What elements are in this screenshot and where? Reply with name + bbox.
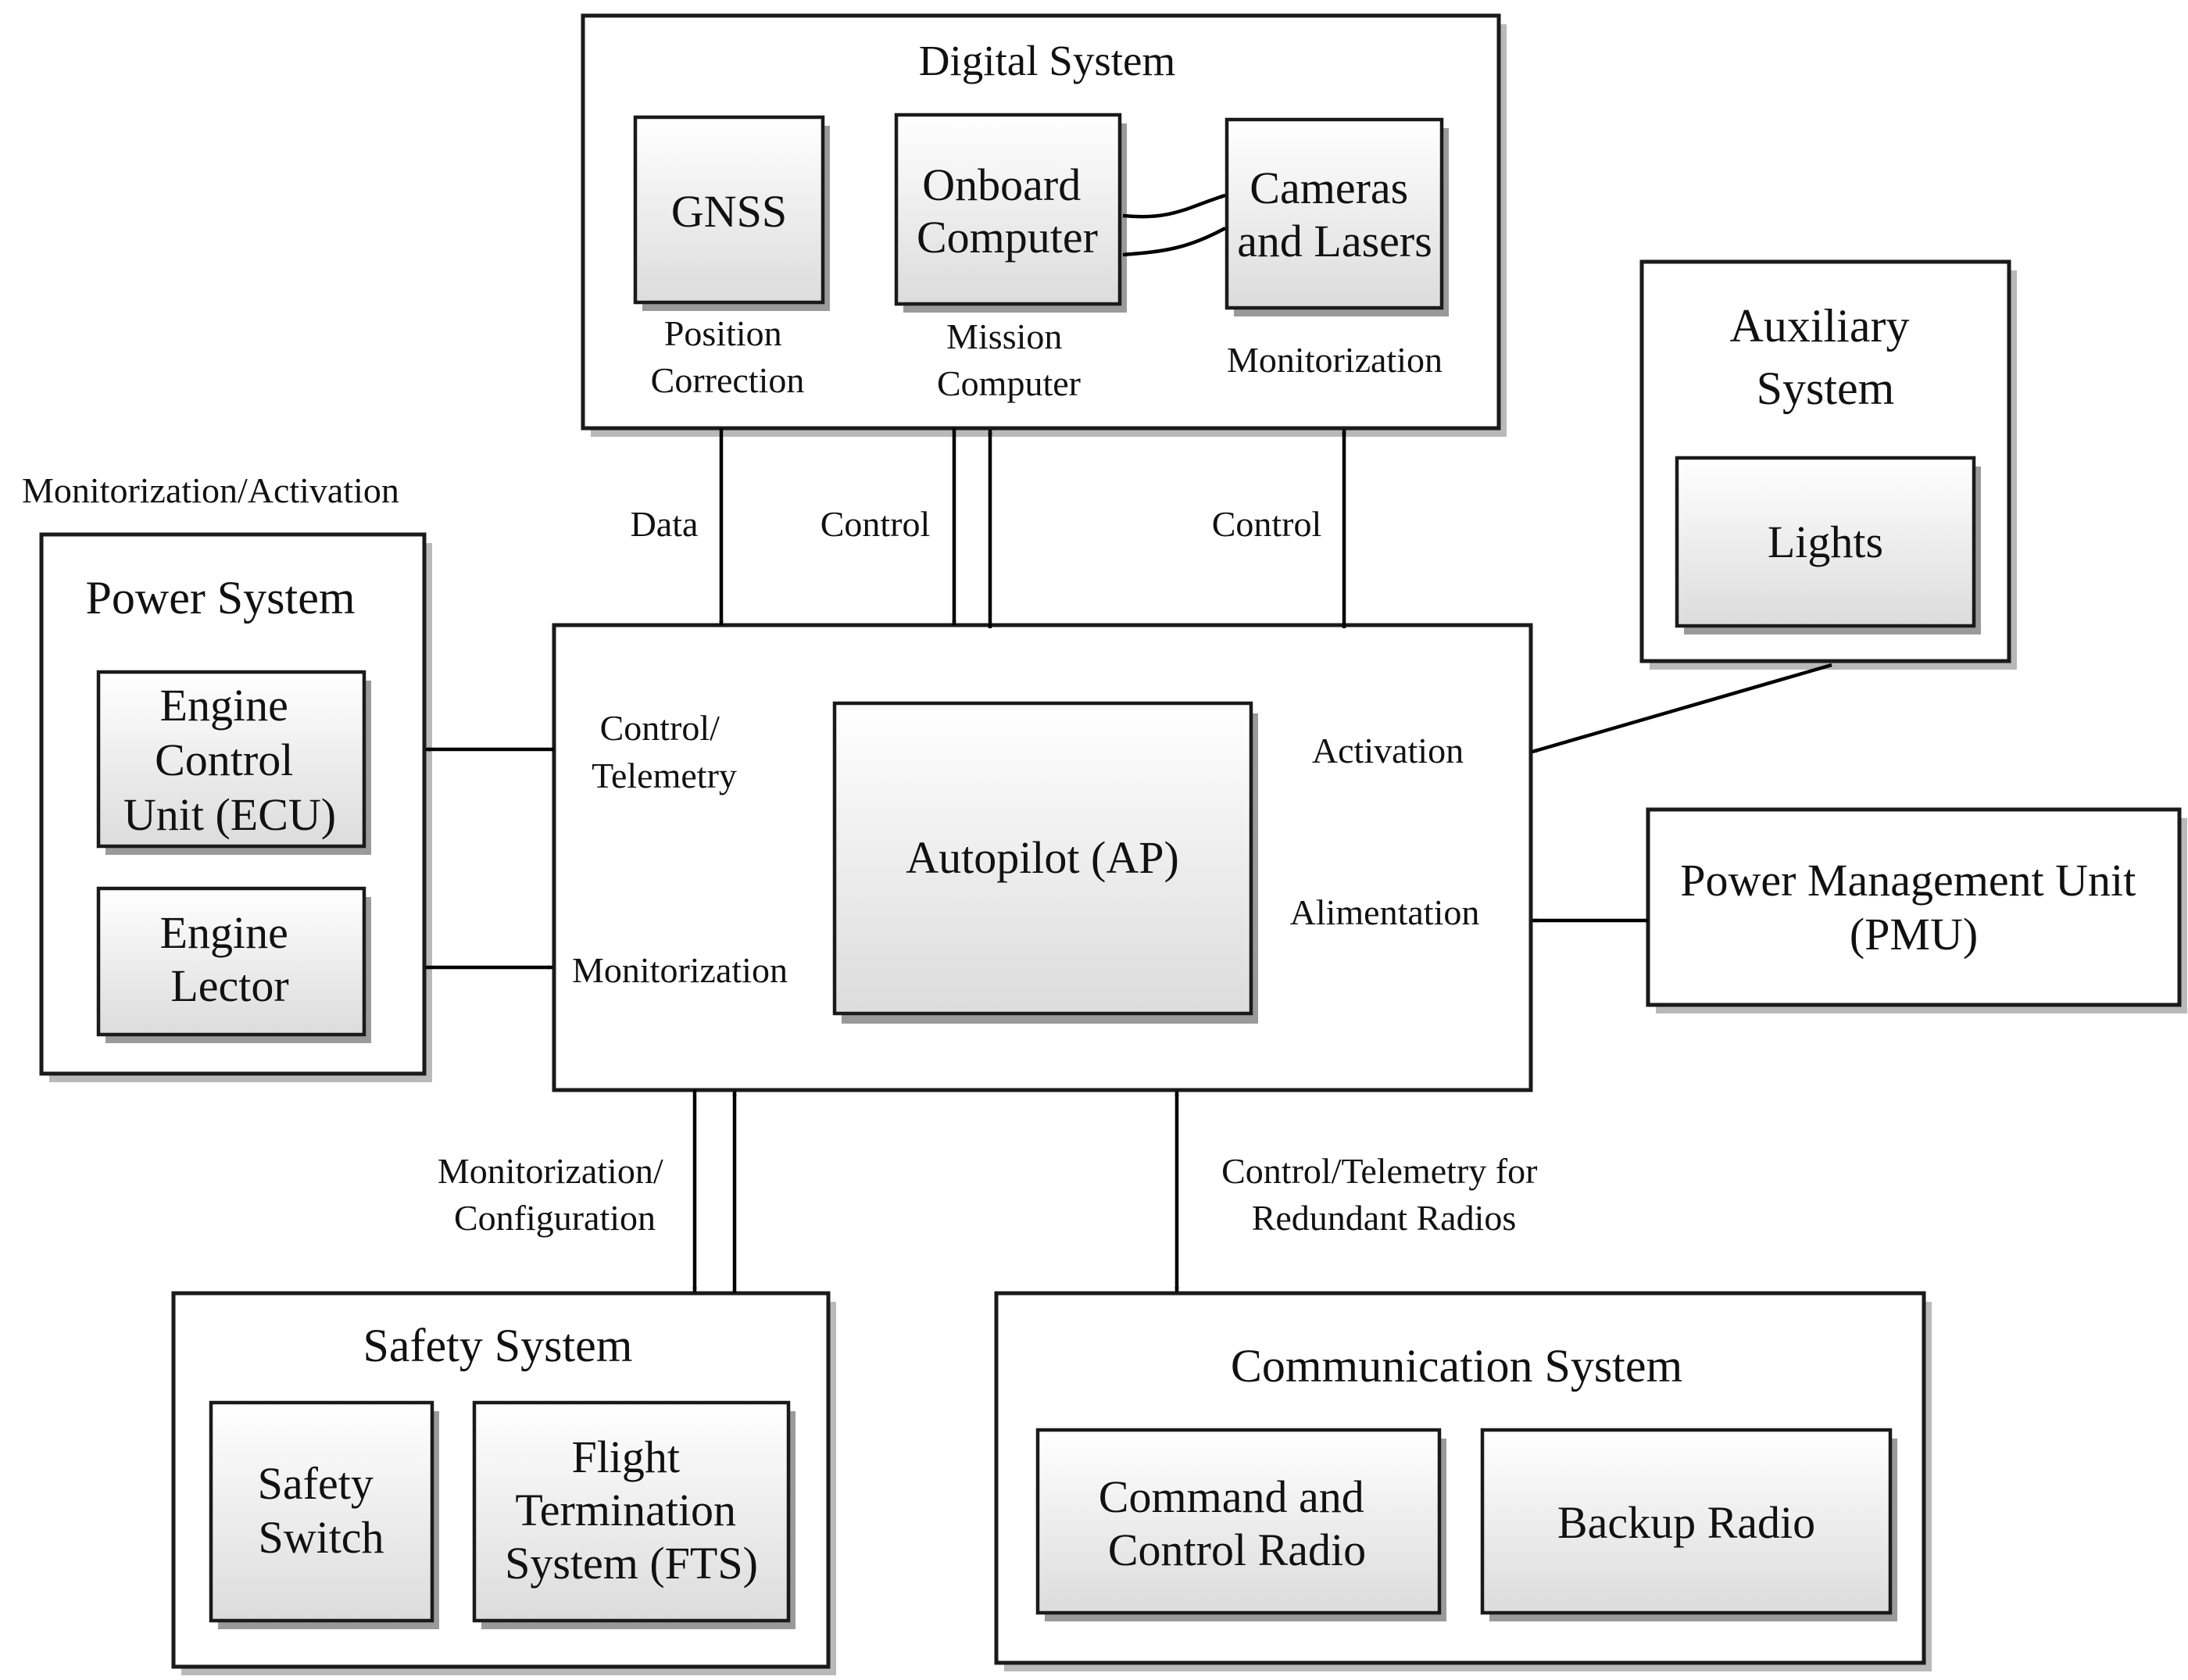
onboard-to-cameras-arrow [1122,193,1226,219]
power-system-title: Power System [86,572,356,624]
digital-system-title: Digital System [919,37,1175,84]
data-label: Data [631,504,699,544]
fts-box[interactable] [472,1400,791,1623]
redundant-radios-label: Control/Telemetry for Redundant Radios [1221,1151,1546,1238]
camera-control-label: Control [1212,504,1322,544]
autopilot-label: Autopilot (AP) [906,832,1179,883]
communication-system-group: Communication System Command and Control… [994,1291,1932,1671]
ecu-label: Engine Control Unit (ECU) [123,680,336,840]
communication-system-title: Communication System [1231,1340,1682,1392]
safety-system-group: Safety System Safety Switch Flight Termi… [171,1291,836,1675]
mission-control-label: Control [820,504,931,544]
lights-box[interactable] [1675,456,1976,628]
cameras-to-onboard-arrow [1122,227,1227,257]
onboard-computer-caption: Mission Computer [937,316,1081,403]
engine-lector-label: Engine Lector [160,907,300,1011]
lights-label: Lights [1768,517,1883,567]
connectors: Data Control Control Monitorization/ Con… [425,428,1832,1293]
cameras-lasers-label: Cameras and Lasers [1237,163,1432,266]
activation-arrow [1532,663,1832,754]
auxiliary-system-title: Auxiliary System [1730,300,1922,414]
safety-system-title: Safety System [363,1320,633,1371]
power-system-group: Power System Engine Control Unit (ECU) E… [39,532,432,1082]
monitorization-configuration-label: Monitorization/ Configuration [438,1151,672,1238]
safety-switch-label: Safety Switch [258,1458,385,1563]
activation-label: Activation [1312,731,1464,770]
auxiliary-system-group: Auxiliary System Lights [1639,259,2017,670]
backup-radio-label: Backup Radio [1557,1497,1815,1548]
cameras-lasers-caption: Monitorization [1227,340,1443,380]
autopilot-group: Autopilot (AP) Control/ Telemetry Monito… [552,623,1533,1092]
control-telemetry-label: Control/ Telemetry [592,708,737,795]
pmu-group: Power Management Unit (PMU) [1646,807,2187,1013]
onboard-computer-box[interactable] [894,113,1122,306]
digital-system-group: Digital System GNSS Position Correction … [581,13,1507,437]
autopilot-box[interactable] [832,701,1253,1016]
backup-radio-box[interactable] [1480,1428,1893,1615]
pmu-box[interactable] [1646,807,2182,1007]
fts-label: Flight Termination System (FTS) [505,1432,758,1589]
cameras-lasers-box[interactable] [1224,117,1444,310]
pmu-label: Power Management Unit (PMU) [1680,855,2147,960]
command-control-radio-label: Command and Control Radio [1099,1471,1375,1575]
safety-switch-box[interactable] [209,1400,434,1623]
gnss-box[interactable] [633,115,825,305]
alimentation-label: Alimentation [1290,892,1480,932]
gnss-label: GNSS [671,186,787,237]
onboard-computer-label: Onboard Computer [917,159,1098,263]
gnss-caption: Position Correction [651,313,805,400]
monitorization-label: Monitorization [572,950,788,990]
command-control-radio-box[interactable] [1035,1428,1442,1615]
monitorization-activation-label: Monitorization/Activation [22,470,399,510]
engine-lector-box[interactable] [96,886,366,1037]
ecu-box[interactable] [96,670,366,849]
